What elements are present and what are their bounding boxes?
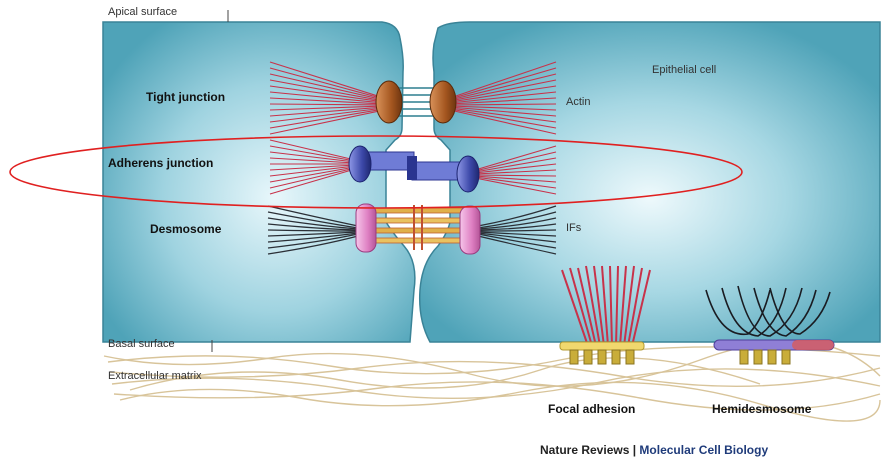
- cadherin-core: [407, 156, 417, 180]
- adherens-junction-label: Adherens junction: [108, 156, 213, 170]
- desmosome-label: Desmosome: [150, 222, 221, 236]
- tight-junction-protein-right: [430, 81, 456, 123]
- publisher-name: Nature Reviews: [540, 443, 629, 457]
- source-credit: Nature Reviews | Molecular Cell Biology: [540, 443, 768, 457]
- right-epithelial-cell: [420, 22, 880, 342]
- focal-adhesion-label: Focal adhesion: [548, 402, 635, 416]
- ifs-label: IFs: [566, 222, 581, 234]
- journal-name: Molecular Cell Biology: [639, 443, 768, 457]
- epithelial-cell-label: Epithelial cell: [652, 64, 716, 76]
- hemidesmosome-label: Hemidesmosome: [712, 402, 811, 416]
- apical-surface-label: Apical surface: [108, 6, 177, 18]
- desmosome-plaque-left: [356, 204, 376, 252]
- cadherin-bridge-lower: [412, 162, 464, 180]
- hemidesmosome-plaque-red: [792, 340, 834, 350]
- focal-adhesion-plaque: [560, 342, 644, 350]
- adherens-plaque-left: [349, 146, 371, 182]
- tight-junction-protein-left: [376, 81, 402, 123]
- tight-junction-label: Tight junction: [146, 90, 225, 104]
- basal-surface-label: Basal surface: [108, 338, 175, 350]
- actin-label: Actin: [566, 96, 590, 108]
- adherens-plaque-right: [457, 156, 479, 192]
- hemidesmosome-integrins: [740, 350, 790, 364]
- credit-separator: |: [633, 443, 636, 457]
- extracellular-matrix-label: Extracellular matrix: [108, 370, 202, 382]
- left-epithelial-cell: [103, 22, 415, 342]
- desmosome-plaque-right: [460, 206, 480, 254]
